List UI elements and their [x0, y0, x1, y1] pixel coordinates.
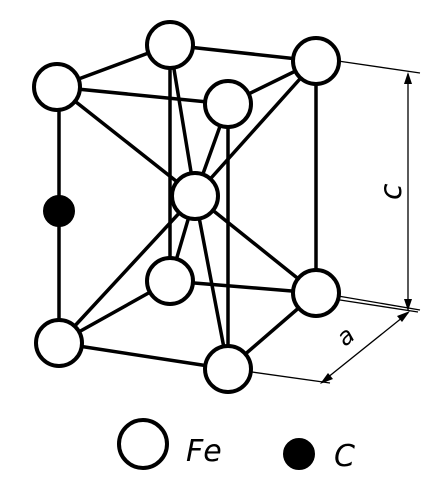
fe-atom-top-left — [32, 62, 82, 112]
legend: Fe C — [117, 418, 355, 474]
bond-center-to-top-back — [168, 43, 197, 198]
fe-atom-bottom-back — [145, 256, 195, 306]
center-bonds — [55, 43, 318, 371]
c-dimension-label: c — [374, 183, 409, 200]
dim-c-ext-bottom — [337, 295, 421, 311]
bond-center-to-top-right — [193, 59, 318, 198]
bond-center-to-bottom-left — [57, 194, 197, 345]
c-atom — [43, 195, 75, 227]
edge-top-front — [55, 85, 230, 106]
dim-c-arrowhead-top — [404, 72, 412, 84]
edge-bottom-front — [57, 341, 230, 371]
a-dimension-label: a — [331, 321, 360, 352]
dim-a-ext-front — [251, 371, 331, 384]
dim-a-arrow-line — [321, 312, 409, 383]
fe-atom-top-right — [291, 36, 341, 86]
legend-fe-label: Fe — [186, 434, 222, 469]
bond-center-to-top-left — [55, 85, 197, 198]
bond-center-to-bottom-right — [193, 194, 318, 295]
bond-center-to-bottom-front — [193, 194, 230, 371]
dimension-arrowheads — [320, 72, 412, 384]
fe-atom-top-front — [203, 79, 253, 129]
fe-atom-bottom-front — [203, 344, 253, 394]
dim-a-arrowhead-right — [397, 311, 410, 322]
fe-atom-bottom-right — [291, 268, 341, 318]
legend-c-icon — [283, 438, 315, 470]
dimension-lines — [251, 60, 421, 384]
legend-c-label: C — [334, 439, 355, 474]
dim-a-arrowhead-left — [320, 373, 333, 384]
fe-atom-bottom-left — [34, 318, 84, 368]
fe-atoms — [32, 20, 341, 394]
fe-atom-top-back — [145, 20, 195, 70]
dim-a-ext-right — [339, 299, 419, 313]
dim-c-ext-top — [337, 60, 421, 74]
dim-c-arrowhead-bottom — [404, 299, 412, 311]
fe-atom-center — [170, 171, 220, 221]
legend-fe-icon — [117, 418, 169, 470]
